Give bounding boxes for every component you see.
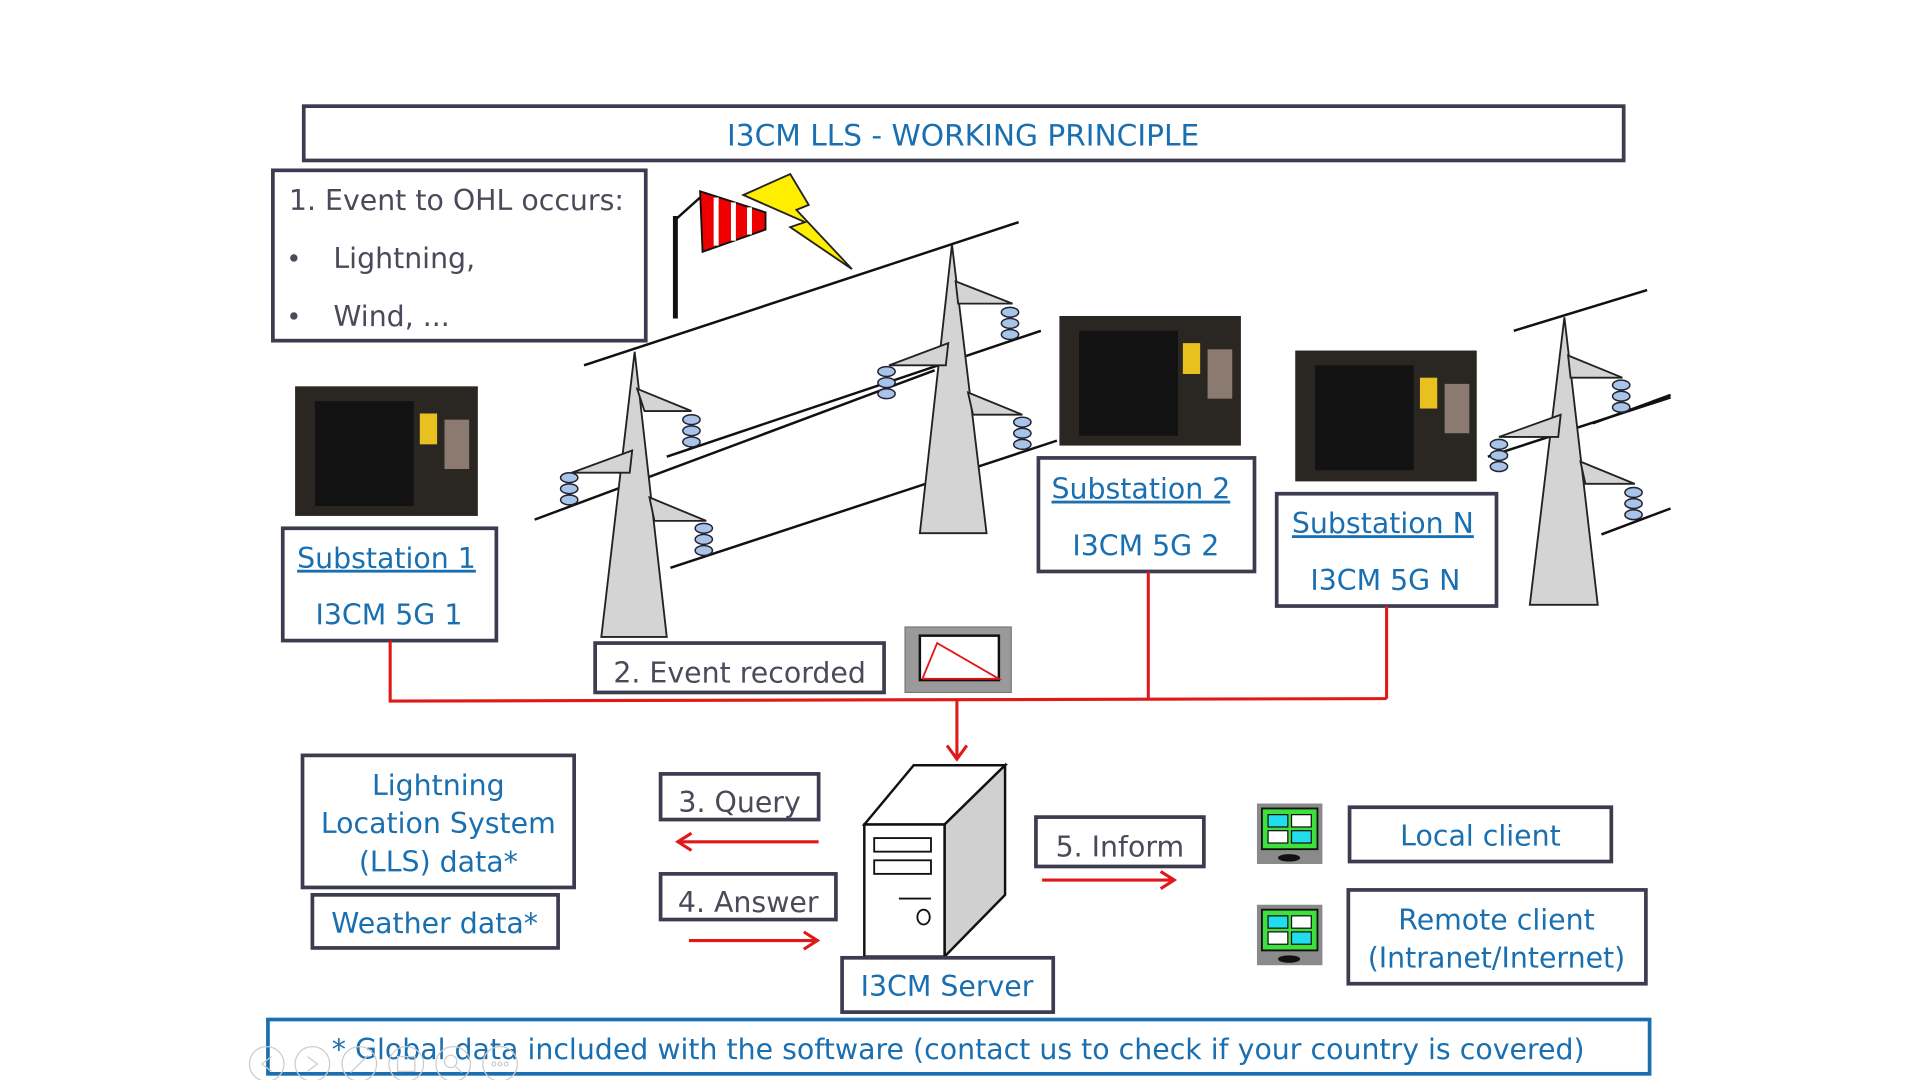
device-photo [1059, 315, 1241, 446]
event-recorded-label: 2. Event recorded [613, 657, 866, 690]
remote-client-box [1346, 888, 1648, 986]
remote-client-network: (Intranet/Internet) [1368, 942, 1626, 975]
page-title: I3CM LLS - WORKING PRINCIPLE [727, 119, 1199, 153]
next-slide-button[interactable] [294, 1046, 331, 1080]
inform-box [1034, 815, 1206, 869]
event-heading: 1. Event to OHL occurs: [289, 184, 624, 217]
tower-icon [888, 244, 1023, 535]
data-connection-lines [388, 571, 1389, 762]
answer-arrow [688, 930, 821, 951]
substation-1-box [280, 526, 499, 643]
server-label: I3CM Server [861, 970, 1034, 1003]
substation-2-device: I3CM 5G 2 [1072, 529, 1219, 562]
lls-data-box [300, 753, 576, 890]
insulator-icons [559, 306, 1643, 557]
previous-slide-button[interactable] [248, 1046, 285, 1080]
tower-icon [571, 351, 707, 638]
footer-note: * Global data included with the software… [332, 1033, 1585, 1066]
recorder-icon [904, 626, 1012, 694]
pen-tool-button[interactable] [341, 1046, 378, 1080]
weather-data-label: Weather data* [331, 907, 538, 940]
more-options-button[interactable] [482, 1046, 518, 1080]
event-box [271, 168, 648, 343]
weather-data-box [310, 893, 560, 950]
bullet-icon [290, 312, 298, 320]
query-label: 3. Query [678, 786, 800, 819]
remote-client-label: Remote client [1398, 903, 1594, 936]
substation-n-device: I3CM 5G N [1310, 564, 1460, 597]
device-photo [295, 386, 478, 516]
monitor-icon [1256, 803, 1323, 864]
server-icon [861, 762, 1009, 960]
slide-sorter-button[interactable] [388, 1046, 425, 1080]
lls-line: Lightning [372, 769, 505, 802]
substation-n-box [1274, 491, 1499, 608]
server-box [840, 955, 1056, 1014]
query-arrow [674, 831, 819, 852]
tower-icon [1498, 317, 1636, 606]
substation-2-box [1036, 456, 1257, 574]
title-box [301, 104, 1626, 163]
local-client-label: Local client [1400, 819, 1561, 852]
bullet-icon [290, 254, 298, 262]
windsock-icon [672, 190, 767, 319]
query-box [658, 772, 821, 822]
inform-label: 5. Inform [1056, 831, 1185, 864]
event-bullet: Lightning, [333, 242, 475, 275]
zoom-button[interactable] [435, 1046, 472, 1080]
inform-arrow [1042, 870, 1178, 890]
lls-line: (LLS) data* [359, 845, 518, 878]
event-recorded-box [593, 641, 886, 695]
slideshow-controls [248, 1046, 518, 1080]
substation-1-link[interactable]: Substation 1 [297, 542, 476, 575]
event-bullet: Wind, ... [333, 300, 449, 333]
answer-box [658, 872, 838, 922]
substation-2-link[interactable]: Substation 2 [1052, 473, 1231, 506]
monitor-icon [1256, 904, 1323, 966]
answer-label: 4. Answer [678, 886, 819, 919]
lightning-icon [741, 172, 853, 270]
power-lines [534, 220, 1672, 569]
local-client-box [1347, 805, 1614, 864]
device-photo [1295, 350, 1477, 482]
lls-line: Location System [321, 807, 556, 840]
substation-1-device: I3CM 5G 1 [315, 599, 462, 632]
substation-n-link[interactable]: Substation N [1292, 507, 1474, 540]
